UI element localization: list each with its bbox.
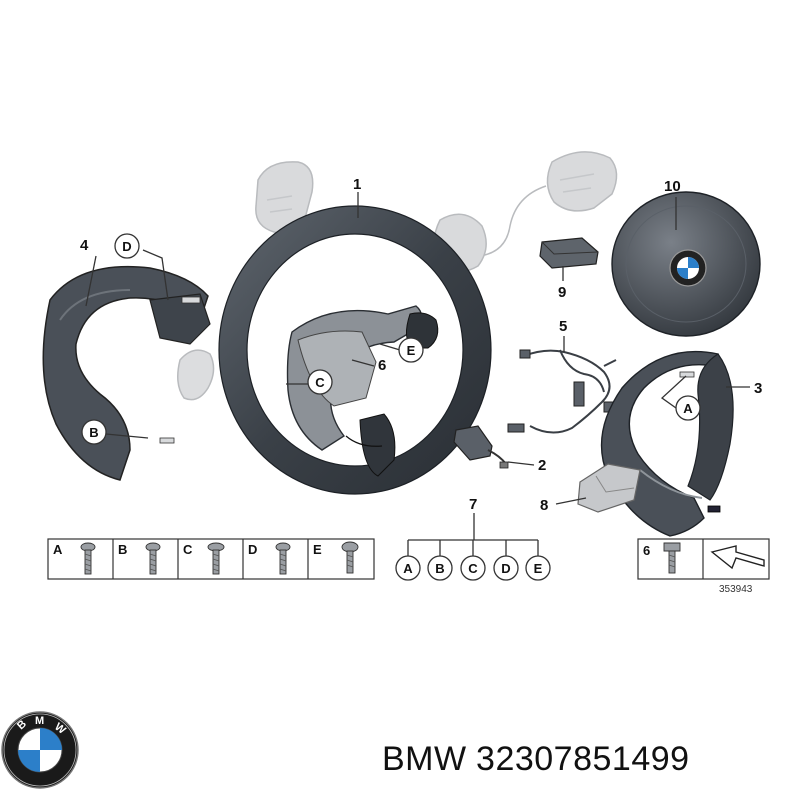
screw-legend-table: A B C D E	[47, 538, 375, 580]
airbag-module	[611, 191, 761, 337]
screw-icon-b	[145, 542, 161, 575]
callout-9: 9	[558, 284, 566, 301]
wiring-harness	[507, 349, 617, 434]
part-number: 32307851499	[476, 740, 690, 778]
trim-bracket	[577, 463, 641, 513]
svg-text:M: M	[35, 715, 44, 727]
letter-b-left: B	[89, 425, 98, 440]
steering-wheel	[218, 205, 492, 495]
switch-wire	[453, 425, 509, 469]
callout-3: 3	[754, 380, 762, 397]
legend-letter-e: E	[313, 542, 322, 557]
right-trim-cover	[600, 350, 734, 537]
screw-icons	[80, 541, 359, 575]
leader-lines	[85, 192, 750, 505]
right-box-number: 6	[643, 543, 650, 558]
callout-2: 2	[538, 457, 546, 474]
brand-name: BMW	[382, 740, 467, 778]
letter-circles: D B C E A	[81, 233, 701, 445]
legend-letter-a: A	[53, 542, 63, 557]
control-module	[539, 237, 599, 269]
screw-icon-e	[341, 541, 359, 574]
legend-letter-b: B	[118, 542, 127, 557]
right-legend-box: 6 353943	[637, 538, 770, 595]
screw-icon-c	[207, 542, 225, 575]
kit-letter-b: B	[435, 561, 444, 576]
letter-a-right: A	[683, 401, 693, 416]
letter-c-center: C	[315, 375, 325, 390]
callout-8: 8	[540, 497, 548, 514]
kit-group: 7 A B C D E	[395, 496, 551, 581]
legend-letter-c: C	[183, 542, 193, 557]
kit-letter-d: D	[501, 561, 510, 576]
callout-6: 6	[378, 357, 386, 374]
letter-d-left: D	[122, 239, 131, 254]
part-caption: BMW 32307851499	[382, 740, 690, 779]
bolt-icon	[663, 542, 681, 574]
kit-letter-e: E	[534, 561, 543, 576]
kit-letter-c: C	[468, 561, 478, 576]
ghost-paddle-left	[177, 349, 215, 401]
kit-letter-a: A	[403, 561, 413, 576]
letter-e-center: E	[407, 343, 416, 358]
arrow-icon	[710, 545, 765, 570]
reference-number: 353943	[719, 584, 753, 595]
bmw-logo: B M W	[1, 711, 79, 789]
callout-10: 10	[664, 178, 681, 195]
callout-1: 1	[353, 176, 361, 193]
legend-letter-d: D	[248, 542, 257, 557]
callout-numbers: 1 4 6 5 9 10 3 2 8	[80, 176, 762, 514]
airbag-bmw-logo	[669, 249, 707, 287]
screw-icon-a	[80, 542, 96, 575]
ghost-switch-top-right	[479, 151, 618, 257]
callout-5: 5	[559, 318, 567, 335]
screw-icon-d	[275, 542, 291, 575]
kit-number: 7	[469, 496, 477, 513]
callout-4: 4	[80, 237, 89, 254]
